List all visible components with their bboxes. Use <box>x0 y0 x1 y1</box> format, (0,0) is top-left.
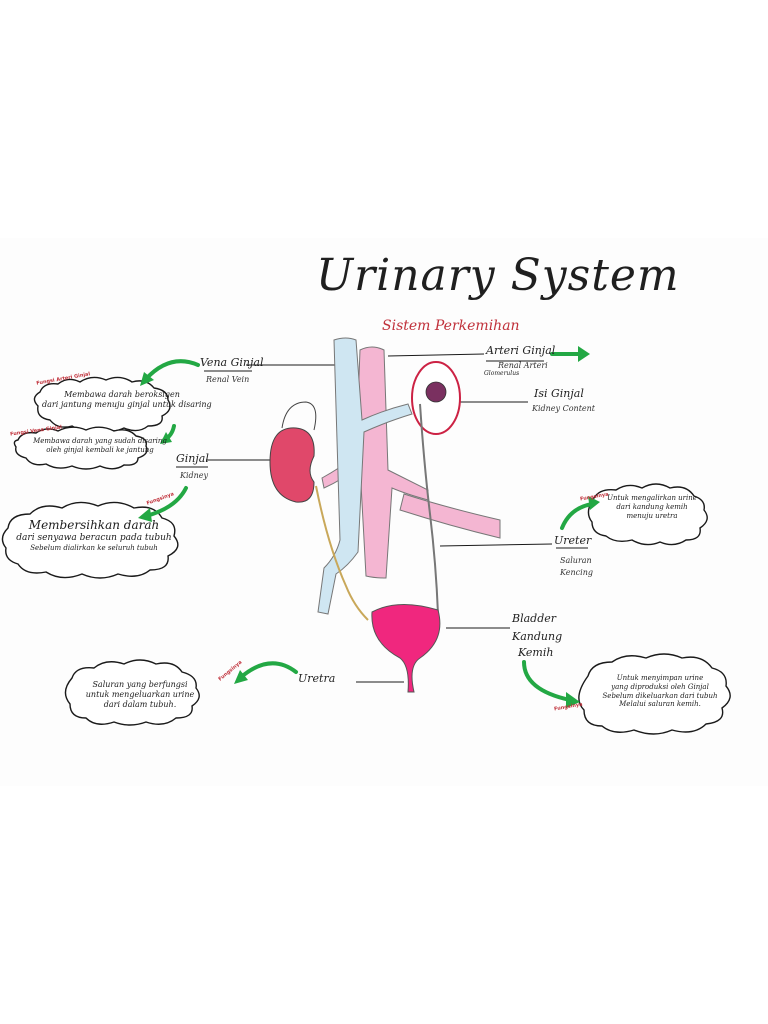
arrowhead-ureter <box>588 496 600 510</box>
arrow-bladder-to-cloud <box>522 660 572 702</box>
kidney-shape <box>269 427 315 503</box>
label-uretra: Uretra <box>298 672 336 685</box>
cloud-uretra-line2: untuk mengeluarkan urine <box>85 690 195 699</box>
cloud-ginjal <box>1 501 179 579</box>
cloud-uretra-line3: dari dalam tubuh. <box>103 700 177 709</box>
cloud-vena-line1: Membawa darah yang sudah disaring <box>33 437 167 445</box>
label-vena-ginjal: Vena Ginjal <box>200 356 264 369</box>
cloud-ureter-text: Untuk mengalirkan urine dari kandung kem… <box>594 494 710 520</box>
label-isi-ginjal: Isi Ginjal <box>534 387 584 400</box>
arrowhead-vena2 <box>160 432 172 444</box>
cloud-uretra <box>64 659 200 726</box>
arrowhead-vena <box>140 372 154 386</box>
line-arteri <box>387 353 485 357</box>
cloud-arteri-line2: dari jantung menuju ginjal untuk disarin… <box>42 400 212 409</box>
label-kandung: Kandung <box>512 630 563 643</box>
arrow-vena-to-cloud <box>144 359 200 381</box>
bladder-shape <box>371 603 441 693</box>
label-saluran: Saluran <box>560 556 592 565</box>
ureter-tube <box>419 403 439 615</box>
cloud-arteri <box>33 376 171 432</box>
cloud-bladder-line4: Melalui saluran kemih. <box>619 700 701 709</box>
label-bladder: Bladder <box>512 612 557 625</box>
arrowhead-arteri <box>578 346 590 362</box>
label-ureter: Ureter <box>554 534 592 547</box>
arrow-uretra-to-cloud <box>238 661 298 680</box>
label-kidney: Kidney <box>180 471 209 480</box>
page-title: Urinary System <box>316 250 680 301</box>
cloud-ureter-line2: dari kandung kemih <box>616 502 688 511</box>
cloud-bladder-text: Untuk menyimpan urine yang diproduksi ol… <box>586 674 734 709</box>
cloud-ureter-line3: menuju uretra <box>626 511 678 520</box>
label-kidney-content: Kidney Content <box>532 404 596 413</box>
vena-cava <box>317 337 413 615</box>
page-subtitle: Sistem Perkemihan <box>382 318 520 334</box>
cloud-ginjal-line2: dari senyawa beracun pada tubuh <box>16 533 172 543</box>
label-glomerulus: Glomerulus <box>484 370 520 377</box>
arrow-ureter-to-cloud <box>560 502 594 530</box>
cloud-uretra-line1: Saluran yang berfungsi <box>92 680 188 689</box>
glomerulus <box>425 381 447 403</box>
cloud-arteri-text: Membawa darah beroksigen dari jantung me… <box>42 390 212 410</box>
cloud-arteri-line1: Membawa darah beroksigen <box>64 390 180 399</box>
cloud-bladder-line3: Sebelum dikeluarkan dari tubuh <box>602 691 718 700</box>
arrowhead-bladder <box>566 692 580 708</box>
label-ginjal: Ginjal <box>176 452 209 465</box>
label-kemih: Kemih <box>518 646 554 659</box>
ureter-left <box>315 485 369 621</box>
cloud-bladder-line2: yang diproduksi oleh Ginjal <box>611 682 709 691</box>
line-ureter <box>439 543 553 547</box>
cloud-bladder-line1: Untuk menyimpan urine <box>616 674 704 682</box>
cloud-vena-text: Membawa darah yang sudah disaring oleh g… <box>20 437 180 455</box>
cloud-ginjal-line3: Sebelum dialirkan ke seluruh tubuh <box>30 544 158 553</box>
label-kencing: Kencing <box>560 568 593 577</box>
iliac-artery <box>399 493 501 539</box>
aorta <box>321 346 429 579</box>
cloud-vena-line2: oleh ginjal kembali ke jantung <box>46 445 154 454</box>
arrowhead-ginjal <box>138 508 152 522</box>
cloud-ureter-line1: Untuk mengalirkan urine <box>607 494 697 502</box>
cloud-bladder <box>578 653 731 735</box>
label-renal-arteri: Renal Arteri <box>498 361 548 370</box>
cloud-ureter <box>587 483 708 546</box>
cloud-uretra-text: Saluran yang berfungsi untuk mengeluarka… <box>70 680 210 710</box>
cloud-ginjal-text: Membersihkan darah dari senyawa beracun … <box>8 518 180 553</box>
label-renal-vein: Renal Vein <box>206 375 250 384</box>
label-arteri-ginjal: Arteri Ginjal <box>486 344 556 357</box>
cloud-vena <box>13 426 148 470</box>
arrowhead-uretra <box>234 670 248 684</box>
adrenal-gland <box>281 401 317 431</box>
cloud-ginjal-line1: Membersihkan darah <box>28 518 160 532</box>
anatomy <box>269 337 501 693</box>
